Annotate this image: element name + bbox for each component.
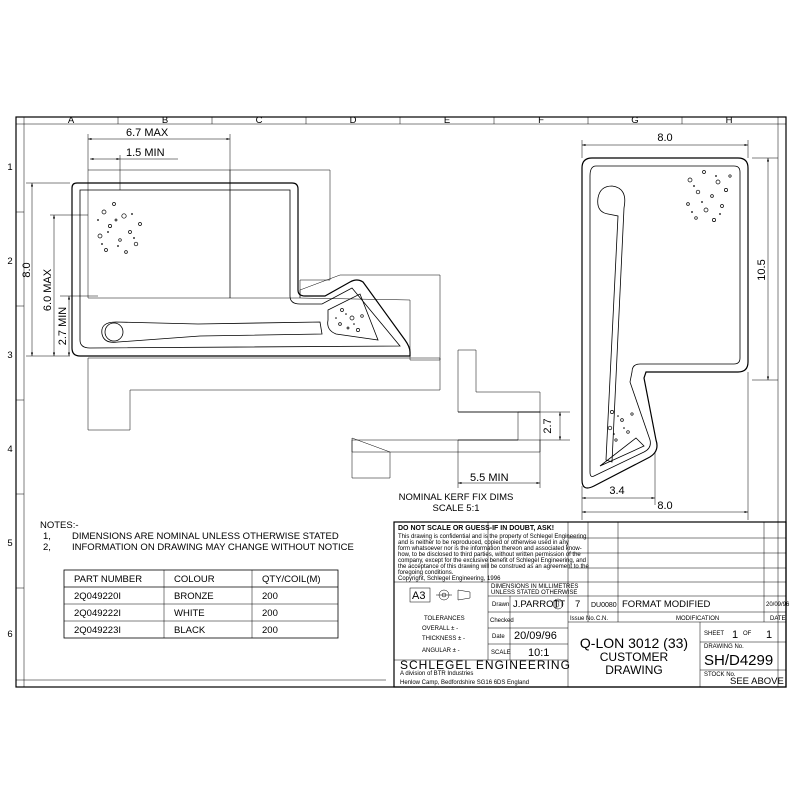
confidential-text: company, except for the exclusive benefi… <box>398 558 586 564</box>
note-text: INFORMATION ON DRAWING MAY CHANGE WITHOU… <box>72 542 354 553</box>
grid-col-label: E <box>444 115 450 126</box>
kerf-detail: 2.7 5.5 MIN NOMINAL KERF FIX DIMS SCALE … <box>351 349 570 514</box>
copyright-text: Copyright, Schlegel Engineering, 1996 <box>398 576 501 582</box>
confidential-text: the acceptance of this drawing will be c… <box>398 564 589 570</box>
parts-table: PART NUMBER COLOUR QTY/COIL(M) 2Q049220I… <box>63 569 339 639</box>
confidential-text: This drawing is confidential and is the … <box>398 534 586 540</box>
mod-date-label: DATE <box>770 616 786 622</box>
grid-row-label: 5 <box>7 538 12 549</box>
signature-icon <box>552 598 564 610</box>
scale-value: 10:1 <box>528 647 549 659</box>
dim-height-max: 6.0 MAX <box>42 268 54 311</box>
tol-thickness: THICKNESS ± - <box>422 636 465 642</box>
sheet-size: A3 <box>412 590 425 602</box>
grid-row-label: 3 <box>7 350 12 361</box>
grid-row-label: 2 <box>7 256 12 267</box>
scale-label: SCALE <box>491 650 511 656</box>
dim-right-width-top: 8.0 <box>657 132 672 144</box>
table-header: COLOUR <box>174 574 215 585</box>
grid-row-label: 6 <box>7 629 12 640</box>
part-title: Q-LON 3012 (33) <box>580 635 688 651</box>
modification-label: MODIFICATION <box>676 616 719 622</box>
tol-overall: OVERALL ± - <box>422 626 458 632</box>
date-label: Date <box>492 634 505 640</box>
drawn-value: J.PARROTT <box>513 599 565 610</box>
table-header: PART NUMBER <box>74 574 142 585</box>
drawing-no-value: SH/D4299 <box>704 652 773 669</box>
issue-value: 7 <box>575 599 580 610</box>
table-cell: 2Q049223I <box>74 625 121 636</box>
dim-lip-min: 1.5 MIN <box>126 147 165 159</box>
dim-right-width-bottom: 8.0 <box>657 500 672 512</box>
projection-icon <box>436 589 471 601</box>
dim-right-height: 10.5 <box>756 259 768 280</box>
confidential-text: and is neither to be reproduced, copied … <box>398 540 569 546</box>
grid-col-label: D <box>350 115 357 126</box>
grid-row-label: 1 <box>7 162 12 173</box>
grid-col-label: B <box>162 115 168 126</box>
note-text: DIMENSIONS ARE NOMINAL UNLESS OTHERWISE … <box>72 531 339 542</box>
modification-value: FORMAT MODIFIED <box>622 599 710 610</box>
confidential-text: form whatsoever nor is the information t… <box>398 546 582 552</box>
of-label: OF <box>743 631 752 637</box>
title-block: DO NOT SCALE OR GUESS-IF IN DOUBT, ASK! … <box>393 521 790 688</box>
cn-label: C.N. <box>596 616 608 622</box>
left-section-view: 6.7 MAX 1.5 MIN 8.0 6.0 MAX 2.7 MIN <box>21 127 441 431</box>
dim-height-min: 2.7 MIN <box>57 307 69 346</box>
dim-width-max: 6.7 MAX <box>126 127 169 139</box>
table-cell: 2Q049222I <box>74 608 121 619</box>
dim-kerf-depth: 2.7 <box>542 418 554 433</box>
notes-heading: NOTES:- <box>40 520 79 531</box>
right-profile-view: 8.0 10.5 3.4 8.0 <box>581 132 778 520</box>
checked-label: Checked <box>490 618 514 624</box>
kerf-scale: SCALE 5:1 <box>433 503 480 514</box>
units-text: UNLESS STATED OTHERWISE <box>491 590 577 596</box>
notes: NOTES:- 1, DIMENSIONS ARE NOMINAL UNLESS… <box>40 520 354 553</box>
confidential-text: foregoing conditions. <box>398 570 454 576</box>
table-cell: WHITE <box>174 608 205 619</box>
note-number: 1, <box>43 531 51 542</box>
units-text: DIMENSIONS IN MILLIMETRES <box>491 584 578 590</box>
part-subtitle: CUSTOMER <box>600 650 669 664</box>
table-cell: BLACK <box>174 625 206 636</box>
sheet-label: SHEET <box>704 631 724 637</box>
grid-col-label: H <box>726 115 733 126</box>
table-cell: 200 <box>262 608 278 619</box>
table-cell: 2Q049220I <box>74 591 121 602</box>
dim-kerf-width: 5.5 MIN <box>470 472 509 484</box>
table-cell: 200 <box>262 625 278 636</box>
grid-col-label: G <box>631 115 638 126</box>
cn-value: DU0080 <box>591 602 617 609</box>
company-name: SCHLEGEL ENGINEERING <box>400 658 571 672</box>
part-subtitle: DRAWING <box>605 663 663 677</box>
mod-date-value: 20/09/96 <box>766 602 790 608</box>
company-address: Henlow Camp, Bedfordshire SG16 6DS Engla… <box>400 680 529 686</box>
dim-height-total: 8.0 <box>21 262 33 277</box>
company-division: A division of BTR Industries <box>400 671 473 677</box>
drawn-label: Drawn <box>492 602 509 608</box>
note-number: 2, <box>43 542 51 553</box>
kerf-caption: NOMINAL KERF FIX DIMS <box>399 492 514 503</box>
grid-col-label: C <box>256 115 263 126</box>
dim-right-foot: 3.4 <box>609 485 624 497</box>
table-header: QTY/COIL(M) <box>262 574 321 585</box>
stock-no-label: STOCK No. <box>704 672 736 678</box>
of-value: 1 <box>766 629 772 641</box>
tol-angular: ANGULAR ± - <box>422 648 460 654</box>
confidential-text: how, to be disclosed to third parties, w… <box>398 552 581 558</box>
issue-label: Issue No. <box>570 616 596 622</box>
table-cell: 200 <box>262 591 278 602</box>
sheet-value: 1 <box>732 629 738 641</box>
grid-row-label: 4 <box>7 444 12 455</box>
drawing-no-label: DRAWING No. <box>704 644 744 650</box>
warning-text: DO NOT SCALE OR GUESS-IF IN DOUBT, ASK! <box>398 525 554 532</box>
date-value: 20/09/96 <box>514 630 557 642</box>
stock-no-value: SEE ABOVE <box>730 676 784 687</box>
tolerances-label: TOLERANCES <box>424 616 465 622</box>
grid-col-label: A <box>68 115 75 126</box>
table-cell: BRONZE <box>174 591 214 602</box>
grid-col-label: F <box>538 115 544 126</box>
